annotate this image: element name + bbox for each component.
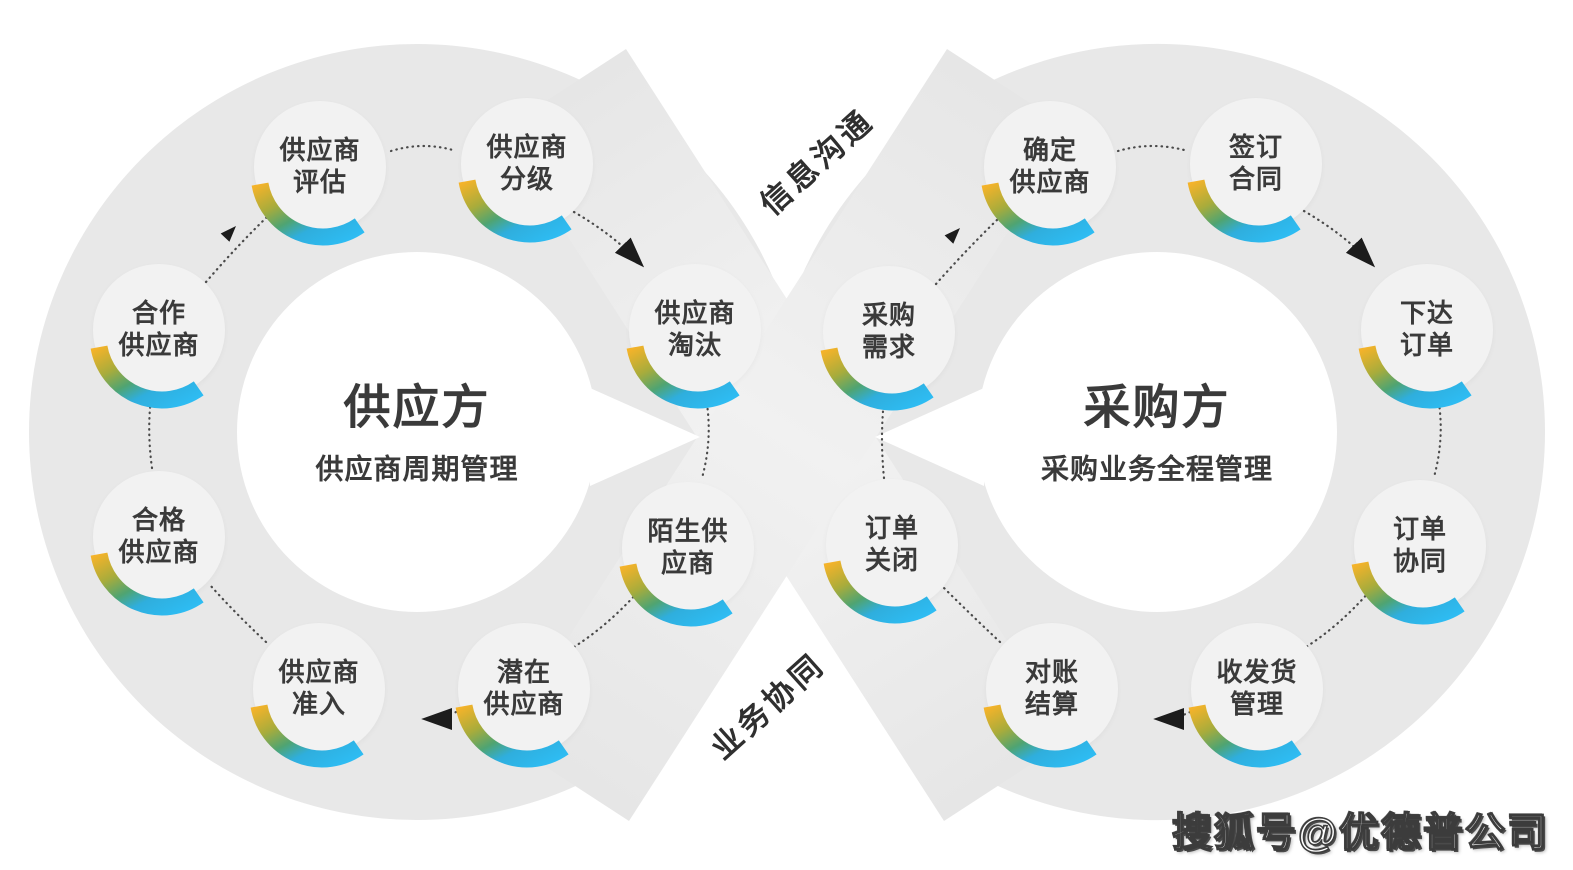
node-qualified-supplier: 合格供应商 — [90, 471, 225, 616]
arrowhead-demand-confirm-icon — [944, 228, 960, 244]
watermark: 搜狐号@优德普公司 — [1171, 810, 1549, 856]
connector-unfamiliar-potential — [572, 591, 639, 649]
node-label: 订单关闭 — [864, 513, 919, 575]
connector-cooperative-evaluation — [204, 214, 270, 284]
node-label: 收发货管理 — [1216, 657, 1298, 719]
node-label: 供应商准入 — [278, 657, 360, 719]
connector-confirm-sign — [1116, 144, 1190, 153]
connector-delivery-reconcile — [1153, 707, 1192, 730]
node-sign-contract: 签订合同 — [1187, 98, 1322, 243]
connector-grading-elimination — [572, 210, 645, 268]
right-white-wedge — [875, 388, 984, 486]
node-cooperative-supplier: 合作供应商 — [90, 264, 225, 409]
node-label: 对账结算 — [1024, 657, 1079, 719]
node-label: 潜在供应商 — [483, 657, 565, 719]
node-reconciliation-settlement: 对账结算 — [983, 623, 1118, 768]
arrowhead-cooperative-evaluation-icon — [220, 226, 236, 242]
node-label: 供应商淘汰 — [654, 298, 736, 360]
left-white-wedge — [590, 388, 700, 486]
connector-collab-delivery — [1304, 590, 1371, 649]
left-cycle-title-block: 供应方 供应商周期管理 — [315, 369, 518, 488]
node-label: 签订合同 — [1228, 132, 1283, 194]
node-label: 下达订单 — [1399, 298, 1454, 360]
node-delivery-management: 收发货管理 — [1188, 623, 1323, 768]
node-label: 合作供应商 — [118, 298, 200, 360]
node-label: 供应商分级 — [486, 132, 568, 194]
right-cycle-title: 采购方 — [1083, 380, 1231, 434]
left-cycle-subtitle: 供应商周期管理 — [315, 453, 519, 485]
connector-potential-access — [421, 707, 458, 730]
crossing-strap-right-to-left — [503, 49, 1073, 821]
connector-access-qualified — [208, 583, 268, 644]
node-label: 陌生供应商 — [647, 516, 729, 578]
left-cycle-title: 供应方 — [343, 380, 491, 434]
connector-close-demand — [880, 398, 886, 480]
node-supplier-elimination: 供应商淘汰 — [626, 264, 761, 409]
node-supplier-evaluation: 供应商评估 — [251, 101, 386, 246]
node-label: 确定供应商 — [1009, 135, 1091, 197]
node-label: 订单协同 — [1392, 514, 1447, 576]
connector-demand-confirm — [934, 216, 1001, 286]
right-cycle-title-block: 采购方 采购业务全程管理 — [1041, 369, 1273, 488]
node-label: 合格供应商 — [118, 505, 200, 567]
node-order-close: 订单关闭 — [823, 479, 958, 624]
node-confirm-supplier: 确定供应商 — [981, 101, 1116, 246]
node-supplier-access: 供应商准入 — [250, 623, 385, 768]
node-purchase-demand: 采购需求 — [820, 266, 955, 411]
node-place-order: 下达订单 — [1358, 264, 1493, 409]
node-unfamiliar-supplier: 陌生供应商 — [619, 482, 754, 627]
connector-placeorder-collab — [1432, 395, 1442, 479]
connector-sign-placeorder — [1302, 209, 1376, 268]
node-potential-supplier: 潜在供应商 — [455, 623, 590, 768]
connector-reconcile-close — [940, 584, 1002, 644]
node-label: 供应商评估 — [279, 135, 361, 197]
node-order-collaboration: 订单协同 — [1351, 480, 1486, 625]
connector-evaluation-grading — [389, 144, 458, 153]
connector-qualified-cooperative — [148, 396, 154, 470]
node-supplier-grading: 供应商分级 — [458, 98, 593, 243]
right-cycle-subtitle: 采购业务全程管理 — [1040, 453, 1274, 485]
node-label: 采购需求 — [861, 300, 916, 362]
connector-elimination-unfamiliar — [700, 396, 710, 480]
